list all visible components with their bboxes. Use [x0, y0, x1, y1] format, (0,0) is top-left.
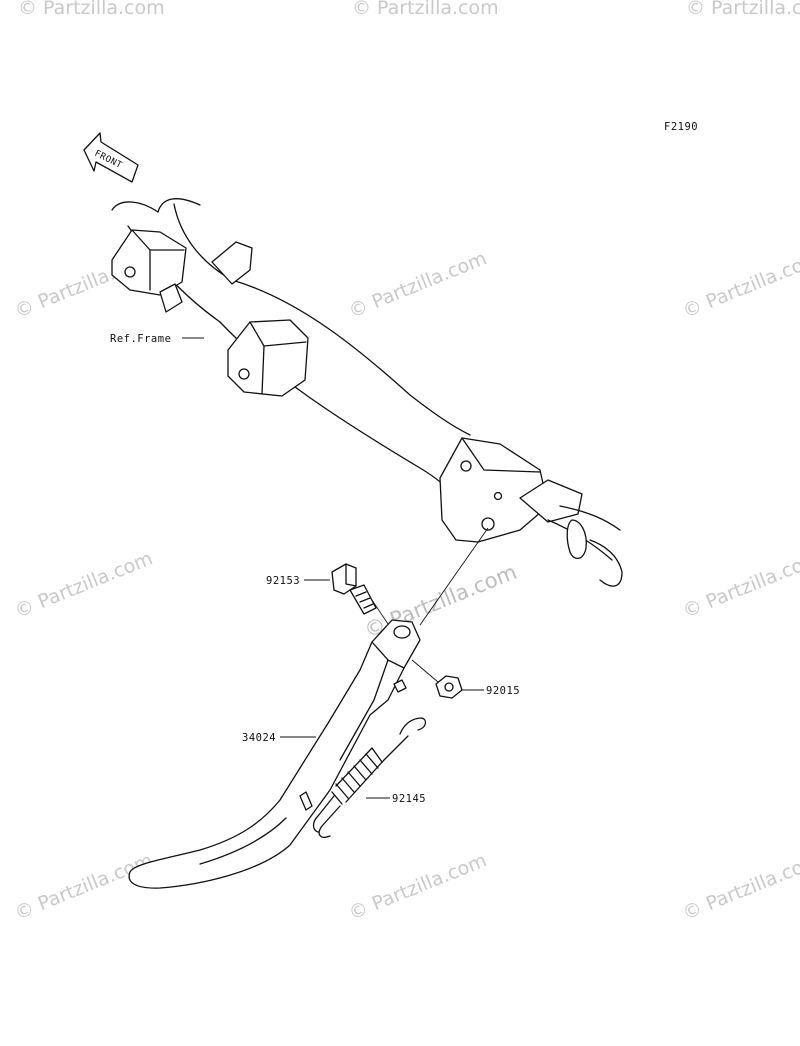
- alignment-line: [419, 527, 489, 626]
- part-number-92145: 92145: [392, 793, 426, 805]
- watermark-layer: © Partzilla.com © Partzilla.com © Partzi…: [12, 0, 800, 925]
- watermark: © Partzilla.com: [686, 0, 800, 19]
- ref-frame-label: Ref.Frame: [110, 333, 171, 345]
- alignment-line: [411, 659, 439, 683]
- watermark: © Partzilla.com: [18, 0, 165, 19]
- spring-92145: [312, 717, 427, 838]
- bolt-92153: [331, 563, 377, 615]
- watermark: © Partzilla.com: [680, 247, 800, 322]
- frame-drawing: [111, 198, 623, 587]
- part-number-92015: 92015: [486, 685, 520, 697]
- part-number-34024: 34024: [242, 732, 276, 744]
- front-arrow-icon: FRONT: [83, 132, 139, 183]
- watermark: © Partzilla.com: [680, 547, 800, 622]
- nut-92015: [435, 675, 463, 699]
- watermark: © Partzilla.com: [346, 849, 490, 924]
- watermark: © Partzilla.com: [346, 247, 490, 322]
- watermark: © Partzilla.com: [12, 849, 156, 924]
- figure-code: F2190: [664, 121, 698, 133]
- side-stand-34024: [128, 619, 421, 889]
- watermark: © Partzilla.com: [12, 547, 156, 622]
- part-number-92153: 92153: [266, 575, 300, 587]
- watermark: © Partzilla.com: [680, 849, 800, 924]
- watermark: © Partzilla.com: [352, 0, 499, 19]
